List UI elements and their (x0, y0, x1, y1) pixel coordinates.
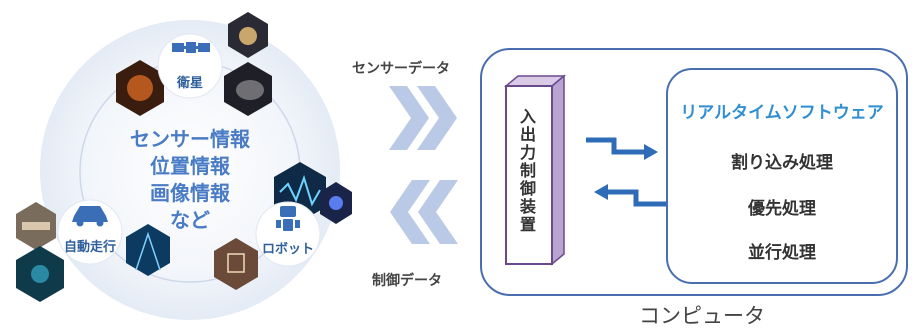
sensor-data-label: センサーデータ (352, 61, 450, 77)
hex-road (126, 224, 170, 276)
io-device-label: 入出力制御装置 (517, 108, 536, 234)
center-info-text: センサー情報 位置情報 画像情報 など (110, 126, 270, 234)
center-line-image: 画像情報 (150, 181, 230, 205)
realtime-software-box (666, 68, 898, 284)
robot-label: ロボット (261, 242, 314, 257)
hexagon-tiles (16, 12, 352, 302)
car-label: 自動走行 (63, 240, 116, 255)
satellite-icon (172, 42, 210, 53)
exchange-arrows-icon (586, 137, 666, 207)
center-line-etc: など (170, 208, 210, 232)
control-data-label: 制御データ (372, 273, 442, 289)
io-device-box (503, 74, 567, 266)
sensor-data-chevron-icon (389, 86, 457, 150)
control-data-chevron-icon (390, 180, 458, 244)
center-line-sensor: センサー情報 (130, 127, 250, 151)
parallel-processing: 並行処理 (748, 243, 816, 263)
realtime-software-title: リアルタイムソフトウェア (680, 103, 884, 123)
computer-label: コンピュータ (639, 304, 765, 328)
priority-processing: 優先処理 (748, 199, 816, 219)
robot-icon (276, 206, 300, 231)
hex-face (214, 238, 258, 290)
center-line-position: 位置情報 (150, 154, 230, 178)
car-icon (72, 206, 108, 227)
sensor-sources-graphic (16, 12, 352, 320)
robot-node (255, 201, 321, 267)
interrupt-processing: 割り込み処理 (731, 153, 833, 173)
satellite-label: 衛星 (176, 76, 203, 91)
computer-frame (480, 48, 908, 296)
